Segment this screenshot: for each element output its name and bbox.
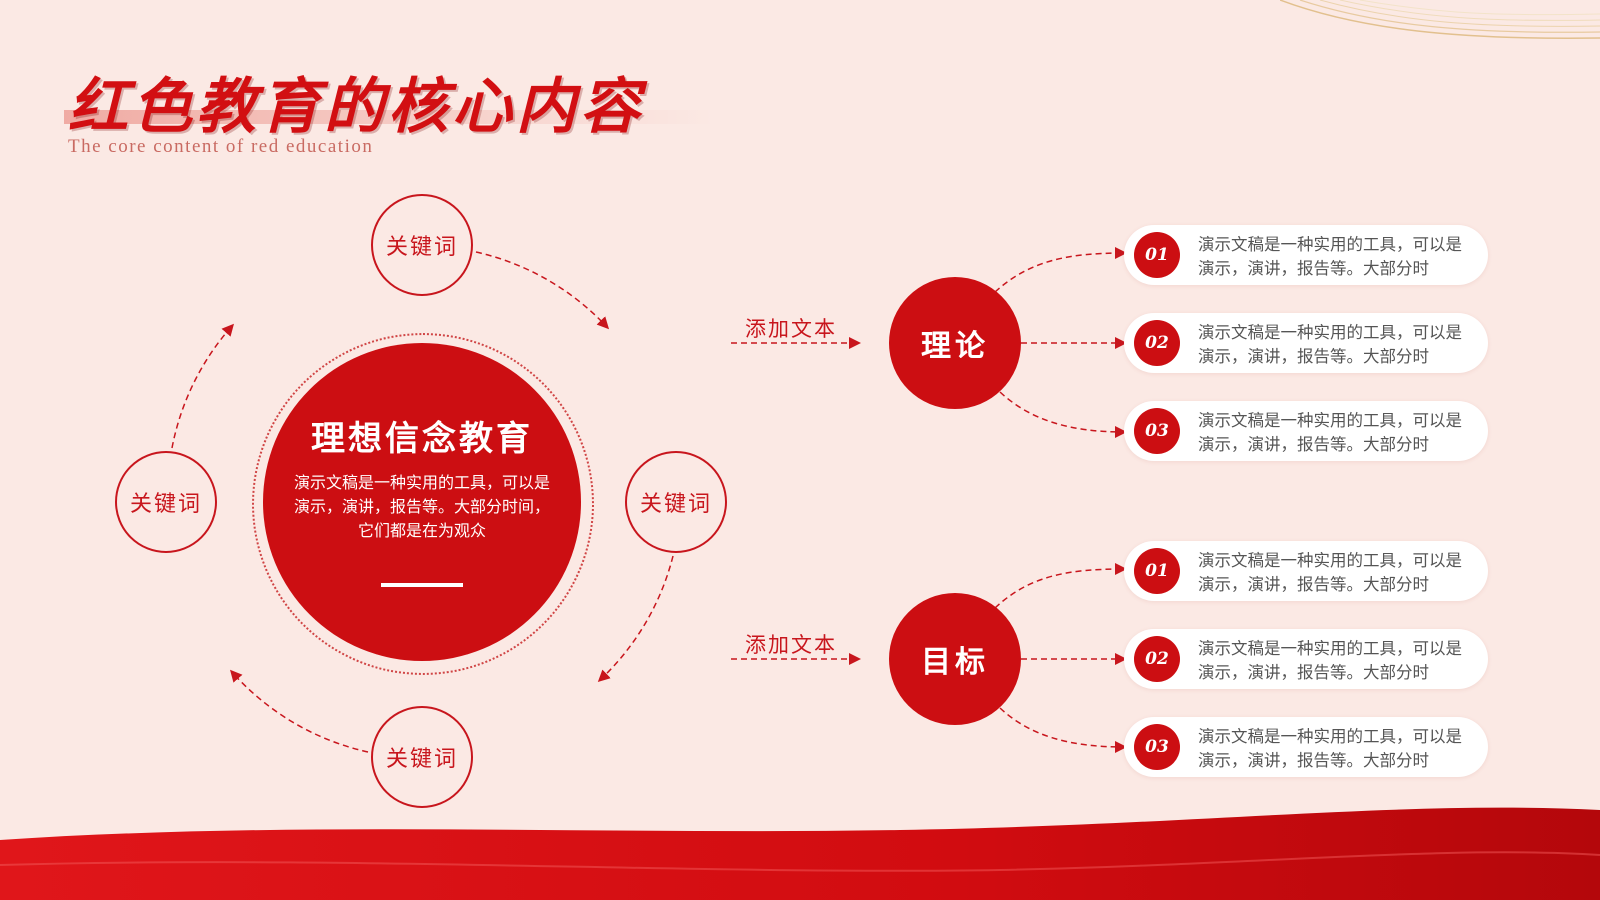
keyword-circle-left: 关键词: [115, 451, 217, 553]
topic-circle-goal: 目标: [889, 593, 1021, 725]
number-badge: 02: [1134, 636, 1180, 682]
add-text-label: 添加文本: [745, 633, 837, 657]
red-wave-decoration: [0, 807, 1600, 900]
center-title: 理想信念教育: [311, 419, 533, 459]
center-dotted-ring: [252, 333, 594, 675]
add-text-label: 添加文本: [745, 317, 837, 341]
list-item: 02 演示文稿是一种实用的工具，可以是演示，演讲，报告等。大部分时: [1124, 629, 1488, 689]
number-badge: 02: [1134, 320, 1180, 366]
item-text: 演示文稿是一种实用的工具，可以是演示，演讲，报告等。大部分时: [1198, 323, 1462, 366]
list-item: 02 演示文稿是一种实用的工具，可以是演示，演讲，报告等。大部分时: [1124, 313, 1488, 373]
center-circle: 理想信念教育 演示文稿是一种实用的工具，可以是演示，演讲，报告等。大部分时间，它…: [263, 343, 581, 661]
keyword-circle-top: 关键词: [371, 194, 473, 296]
item-text: 演示文稿是一种实用的工具，可以是演示，演讲，报告等。大部分时: [1198, 235, 1462, 278]
item-text: 演示文稿是一种实用的工具，可以是演示，演讲，报告等。大部分时: [1198, 551, 1462, 594]
list-item: 01 演示文稿是一种实用的工具，可以是演示，演讲，报告等。大部分时: [1124, 541, 1488, 601]
item-text: 演示文稿是一种实用的工具，可以是演示，演讲，报告等。大部分时: [1198, 411, 1462, 454]
center-divider: [381, 583, 463, 587]
topic-circle-theory: 理论: [889, 277, 1021, 409]
list-item: 03 演示文稿是一种实用的工具，可以是演示，演讲，报告等。大部分时: [1124, 401, 1488, 461]
title-underline: [64, 110, 714, 124]
page-subtitle: The core content of red education: [68, 136, 374, 157]
keyword-circle-right: 关键词: [625, 451, 727, 553]
number-badge: 03: [1134, 724, 1180, 770]
item-text: 演示文稿是一种实用的工具，可以是演示，演讲，报告等。大部分时: [1198, 639, 1462, 682]
center-text: 演示文稿是一种实用的工具，可以是演示，演讲，报告等。大部分时间，它们都是在为观众: [293, 473, 550, 540]
list-item: 03 演示文稿是一种实用的工具，可以是演示，演讲，报告等。大部分时: [1124, 717, 1488, 777]
list-item: 01 演示文稿是一种实用的工具，可以是演示，演讲，报告等。大部分时: [1124, 225, 1488, 285]
number-badge: 01: [1134, 232, 1180, 278]
number-badge: 01: [1134, 548, 1180, 594]
keyword-circle-bottom: 关键词: [371, 706, 473, 808]
page-title: 红色教育的核心内容: [68, 72, 644, 142]
item-text: 演示文稿是一种实用的工具，可以是演示，演讲，报告等。大部分时: [1198, 727, 1462, 770]
number-badge: 03: [1134, 408, 1180, 454]
gold-wave-decoration: [1280, 0, 1600, 39]
